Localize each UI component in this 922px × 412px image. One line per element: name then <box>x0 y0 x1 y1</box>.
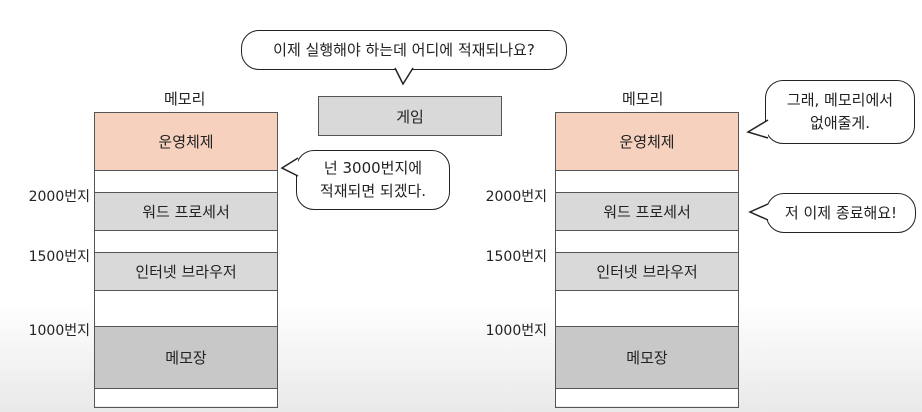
right-address-1000: 1000번지 <box>485 323 547 339</box>
right-memory-stack: 운영체제 워드 프로세서 인터넷 브라우저 메모장 <box>555 112 739 408</box>
left-bubble-tail <box>280 157 299 177</box>
left-speech-bubble: 넌 3000번지에 적재되면 되겠다. <box>296 150 450 210</box>
right-os-speech-bubble-line-1: 그래, 메모리에서 <box>786 91 894 109</box>
left-block-free-1 <box>95 171 277 193</box>
left-memory-stack: 운영체제 워드 프로세서 인터넷 브라우저 메모장 <box>94 112 278 408</box>
left-block-os-label: 운영체제 <box>158 133 214 151</box>
left-block-notepad-label: 메모장 <box>165 349 207 367</box>
right-block-notepad: 메모장 <box>556 327 738 389</box>
right-block-word-processor: 워드 프로세서 <box>556 193 738 231</box>
right-word-bubble-tail <box>748 203 769 221</box>
right-os-speech-bubble: 그래, 메모리에서 없애줄게. <box>765 80 915 144</box>
left-block-word-processor: 워드 프로세서 <box>95 193 277 231</box>
right-address-2000: 2000번지 <box>485 189 547 205</box>
left-speech-bubble-line-1: 넌 3000번지에 <box>323 159 423 177</box>
left-address-1500: 1500번지 <box>28 249 90 265</box>
right-word-speech-bubble-text: 저 이제 종료해요! <box>784 203 898 222</box>
right-block-os: 운영체제 <box>556 113 738 171</box>
left-memory-title: 메모리 <box>164 90 206 108</box>
right-block-free-2 <box>556 231 738 253</box>
right-block-word-processor-label: 워드 프로세서 <box>603 203 691 221</box>
right-address-1500: 1500번지 <box>485 249 547 265</box>
right-block-browser-label: 인터넷 브라우저 <box>596 263 698 281</box>
right-memory-title: 메모리 <box>622 90 664 108</box>
right-word-speech-bubble: 저 이제 종료해요! <box>766 193 916 233</box>
left-block-free-2 <box>95 231 277 253</box>
top-speech-bubble-text: 이제 실행해야 하는데 어디에 적재되나요? <box>273 40 535 59</box>
right-block-free-4 <box>556 389 738 406</box>
left-address-2000: 2000번지 <box>28 189 90 205</box>
game-block: 게임 <box>318 96 502 136</box>
left-block-notepad: 메모장 <box>95 327 277 389</box>
left-speech-bubble-line-2: 적재되면 되겠다. <box>319 182 427 200</box>
left-block-free-4 <box>95 389 277 406</box>
right-block-os-label: 운영체제 <box>619 133 675 151</box>
game-label: 게임 <box>396 107 424 126</box>
top-speech-bubble: 이제 실행해야 하는데 어디에 적재되나요? <box>241 30 567 70</box>
right-os-speech-bubble-line-2: 없애줄게. <box>810 114 870 132</box>
left-address-1000: 1000번지 <box>28 323 90 339</box>
left-block-free-3 <box>95 291 277 327</box>
right-block-free-1 <box>556 171 738 193</box>
left-block-word-processor-label: 워드 프로세서 <box>142 203 230 221</box>
top-bubble-tail <box>394 67 414 86</box>
right-os-bubble-tail <box>746 119 769 139</box>
right-block-free-3 <box>556 291 738 327</box>
left-block-os: 운영체제 <box>95 113 277 171</box>
left-block-browser: 인터넷 브라우저 <box>95 253 277 291</box>
left-block-browser-label: 인터넷 브라우저 <box>135 263 237 281</box>
right-block-browser: 인터넷 브라우저 <box>556 253 738 291</box>
right-block-notepad-label: 메모장 <box>626 349 668 367</box>
